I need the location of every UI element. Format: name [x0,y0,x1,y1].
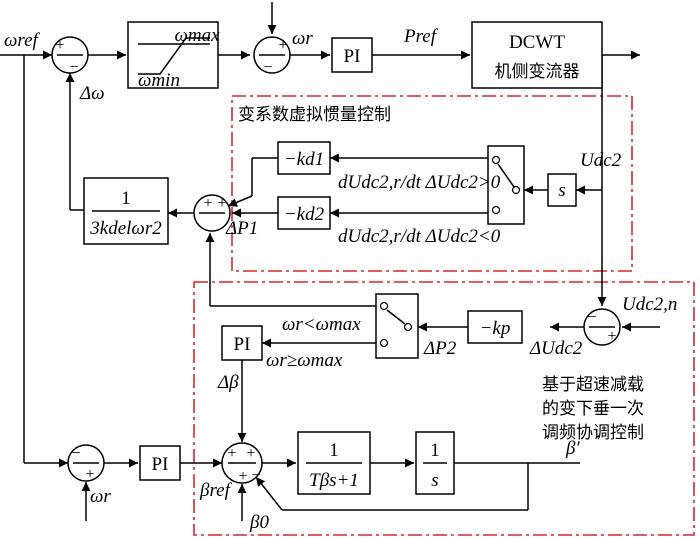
wiring [0,2,660,521]
svg-text:+: + [227,445,236,462]
svg-text:−: − [251,467,260,484]
gain-kd1-block [277,141,331,175]
svg-text:+: + [85,466,94,483]
gain-kd2-label: −kd2 [284,204,325,225]
gain-kd2-block [277,196,331,230]
svg-text:+: + [607,328,616,345]
delta-p2-label: ΔP2 [423,338,457,359]
svg-text:−: − [71,445,80,462]
integrator-numerator: 1 [430,440,440,461]
svg-text:−: − [263,59,272,76]
pi-droop-block [221,325,263,361]
beta-prime-label: β′ [565,438,580,459]
svg-text:−: − [587,309,596,326]
droop-selector-switch [375,293,419,359]
gain-kp-block [467,310,523,344]
limiter-min-label: ωmin [138,70,180,91]
sum-junction-omega: + − [51,36,89,76]
svg-text:+: + [203,195,212,212]
pi-pitch-block [139,445,181,481]
droop-region-title-1: 基于超速减载 [542,375,644,395]
converter-label-1: DCWT [509,32,565,53]
pi-pitch-label: PI [152,454,169,475]
pi-speed-label: PI [344,46,361,67]
gain-kd1-label: −kd1 [284,149,324,170]
delta-omega-label: Δω [79,83,105,104]
sum-junction-power: + + [193,194,231,232]
sum-junction-speed-bottom: − + [67,444,105,483]
limiter-max-label: ωmax [174,25,220,46]
droop-region-title-2: 的变下垂一次 [542,399,644,419]
svg-text:+: + [246,445,255,462]
speed-limiter-block [127,21,219,89]
inertia-control-region [231,95,633,272]
p-ref-label: Pref [403,26,439,47]
inertia-region-title: 变系数虚拟惯量控制 [238,105,391,125]
pi-speed-block [331,37,373,73]
inertia-denominator: 3kdelωr2 [89,218,162,239]
condition-4: ωr≥ωmax [266,350,343,371]
derivative-block [547,173,577,207]
delta-p1-label: ΔP1 [225,218,258,239]
condition-1: dUdc2,r/dt ΔUdc2>0 [338,172,501,193]
condition-3: ωr<ωmax [282,314,361,335]
u-dc2-label: Udc2 [580,150,622,171]
sum-junction-pitch: + + + − [221,442,263,485]
svg-text:−: − [69,59,78,76]
gain-kp-label: −kp [480,318,511,339]
omega-r-top-label: ωr [292,28,313,49]
svg-text:+: + [278,37,287,54]
gain-selector-switch [487,145,525,225]
delta-beta-label: Δβ [217,372,239,393]
converter-label-2: 机侧变流器 [495,62,580,82]
condition-2: dUdc2,r/dt ΔUdc2<0 [338,226,501,247]
omega-r-bottom-label: ωr [90,486,111,507]
converter-block [471,21,603,89]
pi-droop-label: PI [234,334,251,355]
actuator-numerator: 1 [329,440,339,461]
sum-junction-voltage: + − [583,308,621,346]
actuator-denominator: Tβs+1 [309,470,359,491]
svg-text:+: + [238,468,247,485]
svg-text:+: + [55,37,64,54]
droop-control-region [193,281,695,536]
inertia-numerator: 1 [121,188,131,209]
derivative-label: s [558,180,565,201]
integrator-denominator: s [431,470,438,491]
droop-region-title-3: 调频协调控制 [542,423,644,443]
delta-u-dc2-label: ΔUdc2 [529,338,583,359]
svg-text:+: + [217,195,226,212]
beta-0-label: β0 [249,512,269,533]
u-dc2n-label: Udc2,n [622,294,677,315]
sum-junction-speed: + − [253,36,291,76]
omega-ref-label: ωref [4,30,41,51]
beta-ref-label: βref [199,480,233,501]
